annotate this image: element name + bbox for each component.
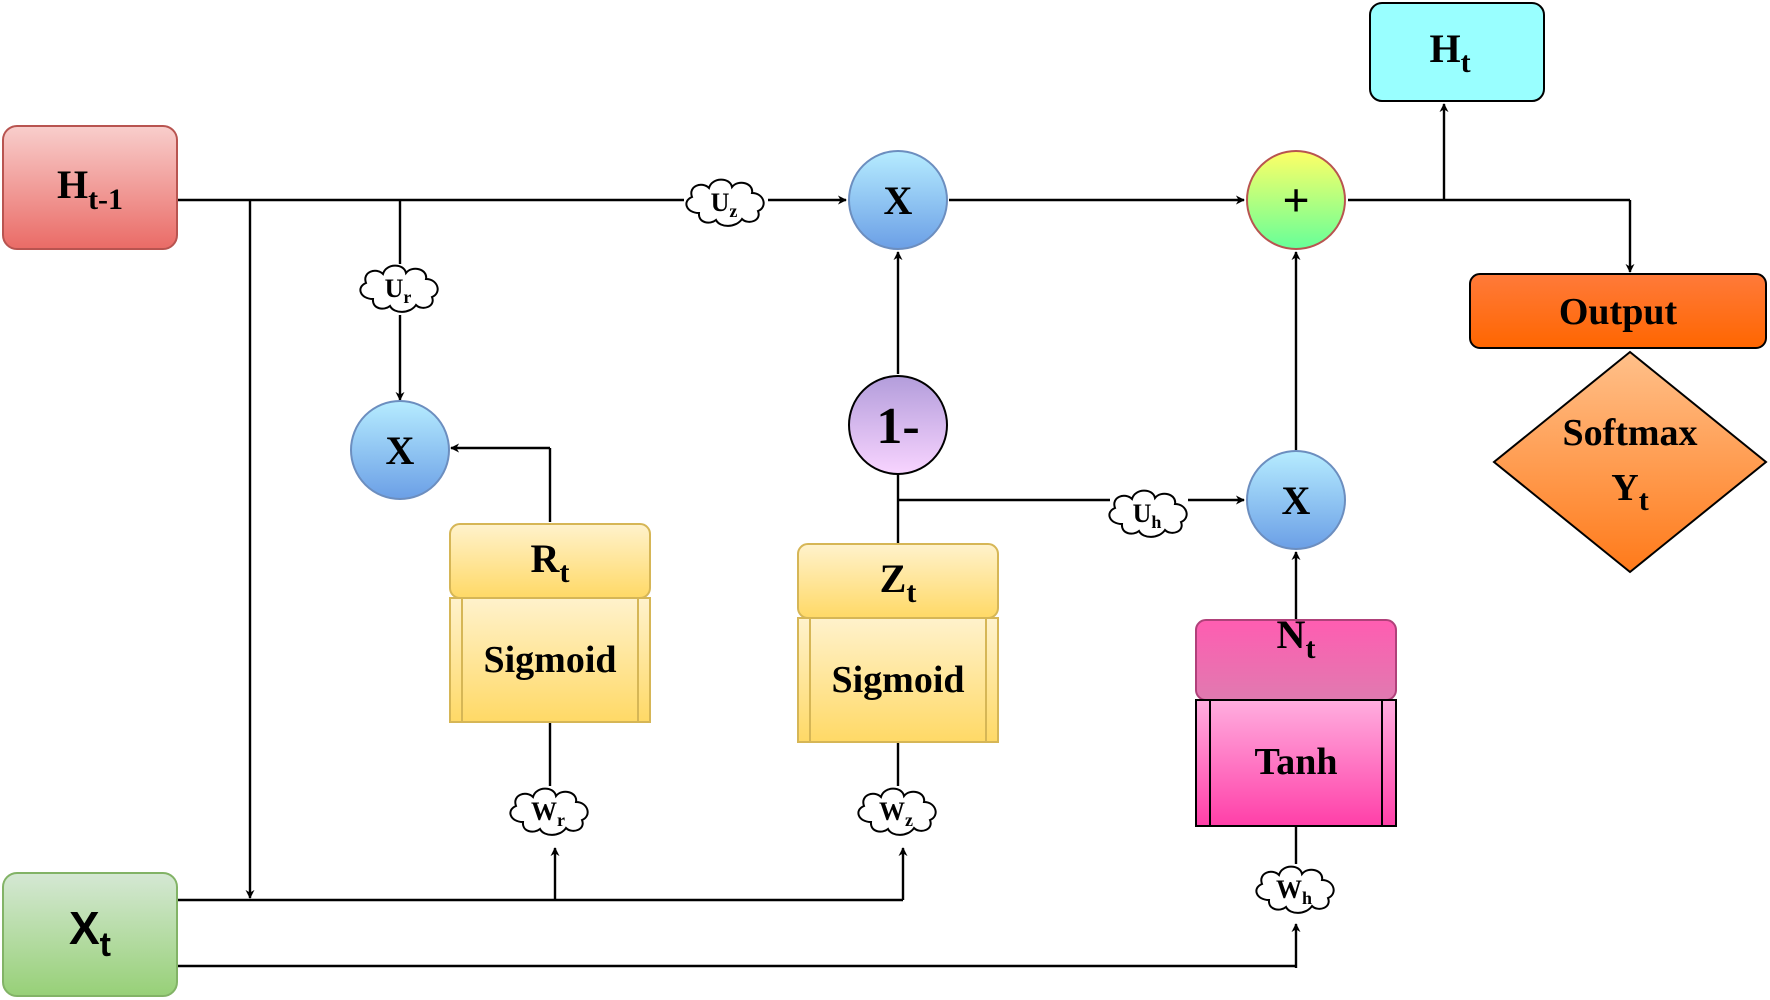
ur-label: U bbox=[385, 274, 404, 303]
xt-label: X bbox=[69, 902, 100, 954]
mult-right-node: X bbox=[1246, 450, 1346, 550]
svg-text:Rt: Rt bbox=[531, 536, 570, 589]
one-minus-node: 1- bbox=[848, 375, 948, 475]
n-tanh-label: Tanh bbox=[1254, 741, 1337, 783]
wz-label: W bbox=[879, 797, 905, 826]
uz-subscript: z bbox=[729, 201, 737, 221]
uh-label: U bbox=[1133, 499, 1152, 528]
mult-reset-node: X bbox=[350, 400, 450, 500]
uz-label: U bbox=[711, 188, 730, 217]
mult-top-node: X bbox=[848, 150, 948, 250]
svg-text:Uz: Uz bbox=[711, 188, 738, 221]
plus-label: + bbox=[1282, 174, 1309, 227]
z-sigmoid-label: Sigmoid bbox=[831, 659, 964, 701]
edges bbox=[177, 103, 1635, 968]
svg-text:Wz: Wz bbox=[879, 797, 913, 830]
rt-label: R bbox=[531, 536, 561, 581]
hprev-node: Ht-1 bbox=[2, 125, 178, 250]
svg-text:Ur: Ur bbox=[385, 274, 412, 307]
zt-subscript: t bbox=[906, 576, 916, 609]
wh-label: W bbox=[1276, 875, 1302, 904]
svg-text:Uh: Uh bbox=[1133, 499, 1162, 532]
svg-text:Nt: Nt bbox=[1277, 612, 1316, 665]
r-sigmoid-label: Sigmoid bbox=[483, 639, 616, 681]
xt-subscript: t bbox=[100, 926, 111, 964]
n-gate: Nt Tanh bbox=[1195, 612, 1397, 827]
one-minus-label: 1- bbox=[876, 398, 919, 455]
nt-subscript: t bbox=[1305, 632, 1315, 665]
svg-text:Wh: Wh bbox=[1276, 875, 1312, 908]
z-gate: Zt Sigmoid bbox=[797, 543, 999, 743]
wr-subscript: r bbox=[557, 810, 565, 830]
ur-subscript: r bbox=[403, 287, 411, 307]
mult-reset-label: X bbox=[386, 428, 415, 473]
svg-text:Wr: Wr bbox=[531, 797, 565, 830]
rt-subscript: t bbox=[559, 556, 569, 589]
r-gate: Rt Sigmoid bbox=[449, 523, 651, 723]
output-node: Output bbox=[1469, 273, 1767, 349]
uh-subscript: h bbox=[1151, 512, 1161, 532]
wz-subscript: z bbox=[905, 810, 913, 830]
ht-subscript: t bbox=[1461, 46, 1471, 79]
wh-subscript: h bbox=[1302, 888, 1312, 908]
weight-wr: Wr bbox=[509, 787, 589, 836]
svg-text:Yt: Yt bbox=[1611, 467, 1648, 517]
hprev-label: H bbox=[57, 162, 88, 207]
svg-text:Xt: Xt bbox=[69, 902, 111, 964]
output-label: Output bbox=[1559, 291, 1678, 333]
ht-label: H bbox=[1429, 26, 1460, 71]
xt-node: Xt bbox=[2, 872, 178, 997]
weight-uh: Uh bbox=[1108, 489, 1188, 538]
weight-wh: Wh bbox=[1255, 865, 1335, 914]
mult-right-label: X bbox=[1282, 478, 1311, 523]
svg-text:Ht-1: Ht-1 bbox=[57, 162, 123, 216]
yt-subscript: t bbox=[1639, 484, 1649, 517]
ht-node: Ht bbox=[1369, 2, 1545, 102]
hprev-subscript: t-1 bbox=[88, 183, 123, 216]
mult-top-label: X bbox=[884, 178, 913, 223]
zt-label: Z bbox=[880, 556, 907, 601]
weight-uz: Uz bbox=[685, 178, 765, 227]
svg-text:Zt: Zt bbox=[880, 556, 917, 609]
wr-label: W bbox=[531, 797, 557, 826]
svg-text:Ht: Ht bbox=[1429, 26, 1470, 79]
plus-node: + bbox=[1246, 150, 1346, 250]
weight-ur: Ur bbox=[359, 264, 439, 313]
softmax-node: Softmax Yt bbox=[1492, 350, 1768, 574]
yt-label: Y bbox=[1611, 467, 1638, 509]
nt-label: N bbox=[1277, 612, 1306, 657]
softmax-label: Softmax bbox=[1562, 412, 1697, 454]
weight-wz: Wz bbox=[857, 787, 937, 836]
